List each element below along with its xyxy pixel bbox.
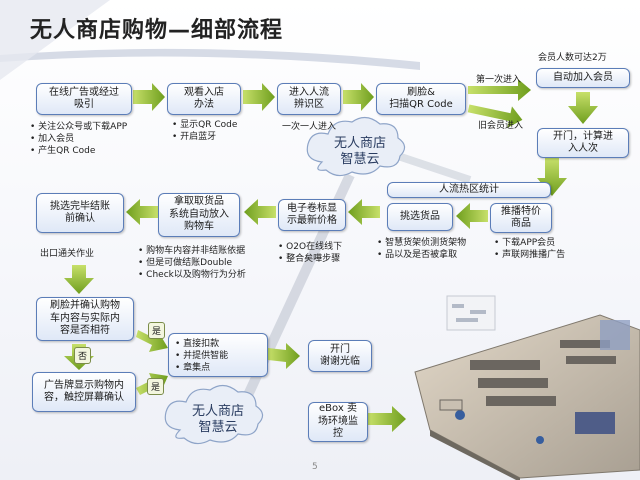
arrow-left-icon	[348, 199, 380, 225]
etag-bullets: O2O在线线下 整合矣嘩步骤	[278, 241, 342, 265]
step-e-tag: 电子卷标显 示最新价格	[278, 199, 346, 231]
bullet-item: 智慧货架侦测货架物	[377, 237, 466, 249]
arrow-right-icon	[133, 83, 165, 111]
step-heatmap: 人流热区统计	[387, 182, 551, 198]
cloud-icon	[164, 384, 264, 445]
arrow-right-icon	[343, 83, 374, 111]
arrow-down-icon	[64, 265, 94, 294]
bullet-item: 声联网推播广告	[494, 249, 565, 261]
view-bullets: 显示QR Code 开启蓝牙	[172, 119, 237, 143]
bullet-item: O2O在线线下	[278, 241, 342, 253]
yes-label: 是	[148, 322, 166, 339]
pay-bullets: 直接扣款 并提供智能 章集点	[168, 333, 268, 377]
bullet-item: 品以及是否被拿取	[377, 249, 466, 261]
ads-bullets: 关注公众号或下载APP 加入会员 产生QR Code	[30, 121, 127, 157]
step-cart-add: 拿取取货品 系统自动放入 购物车	[158, 193, 240, 237]
cloud-icon	[306, 116, 406, 177]
yes-label: 是	[147, 378, 165, 395]
step-open-door: 开门，计算进 入人次	[537, 128, 629, 158]
step-view-store: 观看入店 办法	[167, 83, 241, 115]
page-number: 5	[312, 462, 318, 472]
arrow-right-icon	[467, 104, 523, 128]
step-ebox-monitor: eBox 卖 场环境监 控	[308, 402, 368, 442]
page-title: 无人商店购物—细部流程	[30, 18, 284, 43]
step-pick-goods: 挑选货品	[387, 203, 453, 231]
arrow-left-icon	[244, 199, 276, 225]
bullet-item: 整合矣嘩步骤	[278, 253, 342, 265]
arrow-right-icon	[468, 79, 531, 101]
bullet-item: 直接扣款	[175, 338, 261, 350]
bullet-item: 开启蓝牙	[172, 131, 237, 143]
step-push-products: 推播特价 商品	[490, 203, 552, 233]
step-face-confirm: 刷脸并确认购物 车内容与实际内 容是否相符	[36, 297, 134, 341]
bullet-item: 关注公众号或下载APP	[30, 121, 127, 133]
bullet-item: 加入会员	[30, 133, 127, 145]
members-label: 会员人数可达2万	[538, 53, 607, 63]
pick-bullets: 智慧货架侦测货架物 品以及是否被拿取	[377, 237, 466, 261]
arrow-right-icon	[268, 343, 300, 369]
bullet-item: 显示QR Code	[172, 119, 237, 131]
step-checkout-confirm: 挑选完毕结账 前确认	[36, 193, 124, 233]
arrow-down-icon	[568, 92, 598, 124]
arrow-right-icon	[368, 406, 406, 432]
bullet-item: 产生QR Code	[30, 145, 127, 157]
store-thumbnail	[446, 295, 496, 331]
exit-label: 出口通关作业	[40, 249, 95, 259]
bullet-item: 购物车内容并非结账依据	[138, 245, 246, 257]
arrow-left-icon	[126, 199, 158, 225]
step-ads: 在线广告或经过 吸引	[36, 83, 132, 115]
one-person-label: 一次一人进入	[282, 122, 337, 132]
step-door-thanks: 开门 谢谢光临	[308, 340, 372, 372]
bullet-item: 但是可做结账Double	[138, 257, 246, 269]
old-member-label: 旧会员进入	[478, 121, 524, 131]
step-ad-screen: 广告牌显示购物内 容，触控屏幕确认	[32, 372, 136, 412]
step-face-scan: 刷脸& 扫描QR Code	[376, 83, 466, 115]
cloud-top-label: 无人商店 智慧云	[333, 136, 386, 167]
bullet-item: Check以及购物行为分析	[138, 269, 246, 281]
no-label: 否	[74, 347, 92, 364]
bullet-item: 并提供智能	[175, 350, 261, 362]
bullet-item: 章集点	[175, 362, 261, 374]
step-enter-area: 进入人流 辨识区	[277, 83, 341, 115]
store-3d-illustration	[414, 314, 640, 480]
bullet-item: 下载APP会员	[494, 237, 565, 249]
arrow-left-icon	[456, 203, 488, 229]
arrow-right-icon	[243, 83, 275, 111]
push-bullets: 下载APP会员 声联网推播广告	[494, 237, 565, 261]
header-swoosh	[0, 48, 420, 70]
first-entry-label: 第一次进入	[476, 75, 522, 85]
cart-bullets: 购物车内容并非结账依据 但是可做结账Double Check以及购物行为分析	[138, 245, 246, 281]
step-auto-member: 自动加入会员	[536, 68, 630, 88]
cloud-bottom-label: 无人商店 智慧云	[191, 404, 244, 435]
